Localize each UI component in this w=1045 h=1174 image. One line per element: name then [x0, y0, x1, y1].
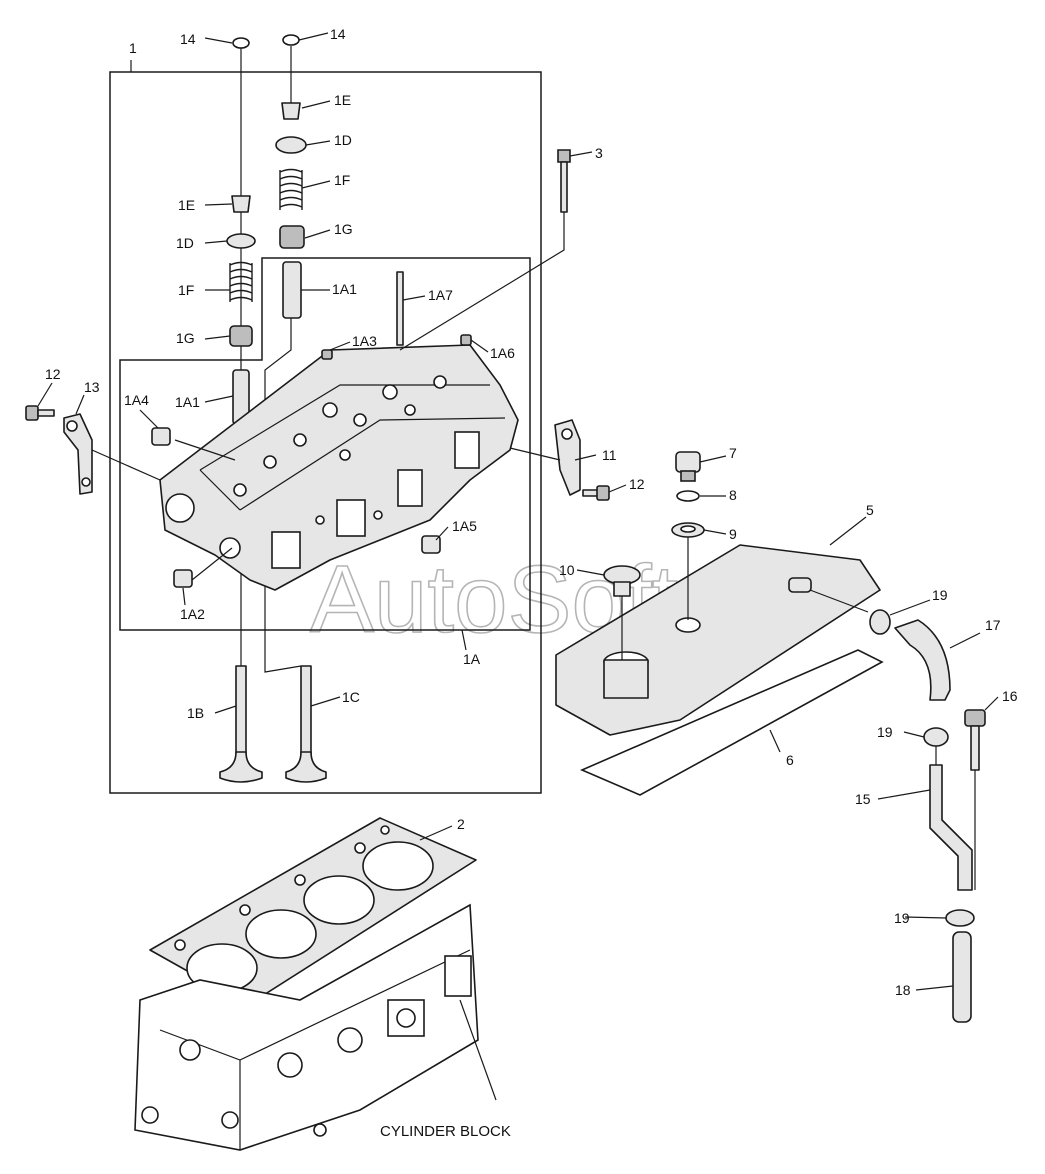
- retainer-key-1E-right: [281, 102, 301, 120]
- label-12-right: 12: [629, 476, 645, 492]
- valve-head-1B: [219, 751, 263, 783]
- plug-1A2: [173, 569, 193, 588]
- label-1A1-left: 1A1: [175, 394, 200, 410]
- label-19-top: 19: [932, 587, 948, 603]
- label-1C: 1C: [342, 689, 360, 705]
- hose-clip-19-bottom: [945, 909, 975, 927]
- label-1A7: 1A7: [428, 287, 453, 303]
- label-1B: 1B: [187, 705, 204, 721]
- label-1: 1: [129, 40, 137, 56]
- cylinder-head-1A: [151, 271, 519, 591]
- bolt-16: [964, 709, 986, 771]
- hanger-bracket-13: [63, 413, 93, 495]
- head-gasket-2: [149, 817, 477, 1006]
- label-5: 5: [866, 502, 874, 518]
- label-12-left: 12: [45, 366, 61, 382]
- label-14-left: 14: [180, 31, 196, 47]
- label-14-right: 14: [330, 26, 346, 42]
- pipe-15: [929, 764, 973, 891]
- hanger-bracket-11: [554, 419, 581, 496]
- label-13: 13: [84, 379, 100, 395]
- spring-seat-1D-left: [226, 233, 256, 249]
- valve-spring-1F-left: [229, 261, 253, 302]
- retainer-key-1E-left: [231, 195, 251, 213]
- label-1E-left: 1E: [178, 197, 195, 213]
- plug-1A3: [321, 349, 333, 360]
- cylinder-block: [134, 903, 497, 1151]
- plug-1A4: [151, 427, 171, 446]
- label-10: 10: [559, 562, 575, 578]
- label-16: 16: [1002, 688, 1018, 704]
- label-1F-right: 1F: [334, 172, 350, 188]
- hose-clip-19-top: [869, 609, 891, 635]
- label-1A5: 1A5: [452, 518, 477, 534]
- spring-seat-1D-right: [275, 136, 307, 154]
- label-1A3: 1A3: [352, 333, 377, 349]
- label-3: 3: [595, 145, 603, 161]
- label-7: 7: [729, 445, 737, 461]
- hose-clip-19-middle: [923, 727, 949, 747]
- plug-1A5: [421, 535, 441, 554]
- o-ring-14-left: [232, 37, 250, 49]
- bolt-3: [557, 149, 571, 213]
- part-labels: 1 14 14 1E 1D 1F 1G 1A1 1E 1D 1F 1G 1A1 …: [45, 26, 1018, 998]
- label-2: 2: [457, 816, 465, 832]
- label-1A: 1A: [463, 651, 481, 667]
- label-1E-right: 1E: [334, 92, 351, 108]
- label-6: 6: [786, 752, 794, 768]
- label-8: 8: [729, 487, 737, 503]
- label-1D-left: 1D: [176, 235, 194, 251]
- valve-spring-1F-right: [279, 168, 303, 210]
- label-1A1-right: 1A1: [332, 281, 357, 297]
- valve-stem-1C: [300, 665, 312, 755]
- assembly-1A-frame: [119, 257, 531, 631]
- label-15: 15: [855, 791, 871, 807]
- label-1F-left: 1F: [178, 282, 194, 298]
- bushing-9: [671, 522, 705, 538]
- bolt-12-right: [582, 485, 610, 501]
- label-19-middle: 19: [877, 724, 893, 740]
- o-ring-14-right: [282, 34, 300, 46]
- valve-stem-seal-1G-left: [229, 325, 253, 347]
- label-17: 17: [985, 617, 1001, 633]
- label-11: 11: [602, 447, 617, 463]
- plug-1A6: [460, 334, 472, 346]
- cap-7: [675, 451, 701, 482]
- label-1A2: 1A2: [180, 606, 205, 622]
- cylinder-head-cover-5: [555, 544, 881, 736]
- valve-train-left: [219, 37, 263, 783]
- label-1A6: 1A6: [490, 345, 515, 361]
- label-1G-right: 1G: [334, 221, 353, 237]
- label-1D-right: 1D: [334, 132, 352, 148]
- bolt-12-left: [25, 405, 55, 421]
- valve-head-1C: [285, 751, 327, 783]
- valve-stem-1B: [235, 665, 247, 755]
- valve-stem-seal-1G-right: [279, 225, 305, 249]
- assembly-1-frame: [109, 71, 542, 794]
- valve-guide-1A1-right: [282, 261, 302, 319]
- hose-18: [952, 931, 972, 1023]
- label-19-bottom: 19: [894, 910, 910, 926]
- dowel-pin-1A7: [396, 271, 404, 346]
- cylinder-block-caption: CYLINDER BLOCK: [380, 1123, 511, 1140]
- cover-gasket-6: [579, 649, 884, 796]
- hose-17: [894, 619, 951, 701]
- label-1G-left: 1G: [176, 330, 195, 346]
- valve-train-right: [264, 34, 327, 783]
- label-1A4: 1A4: [124, 392, 149, 408]
- label-9: 9: [729, 526, 737, 542]
- label-18: 18: [895, 982, 911, 998]
- washer-8: [676, 490, 700, 502]
- leader-lines: [37, 32, 999, 991]
